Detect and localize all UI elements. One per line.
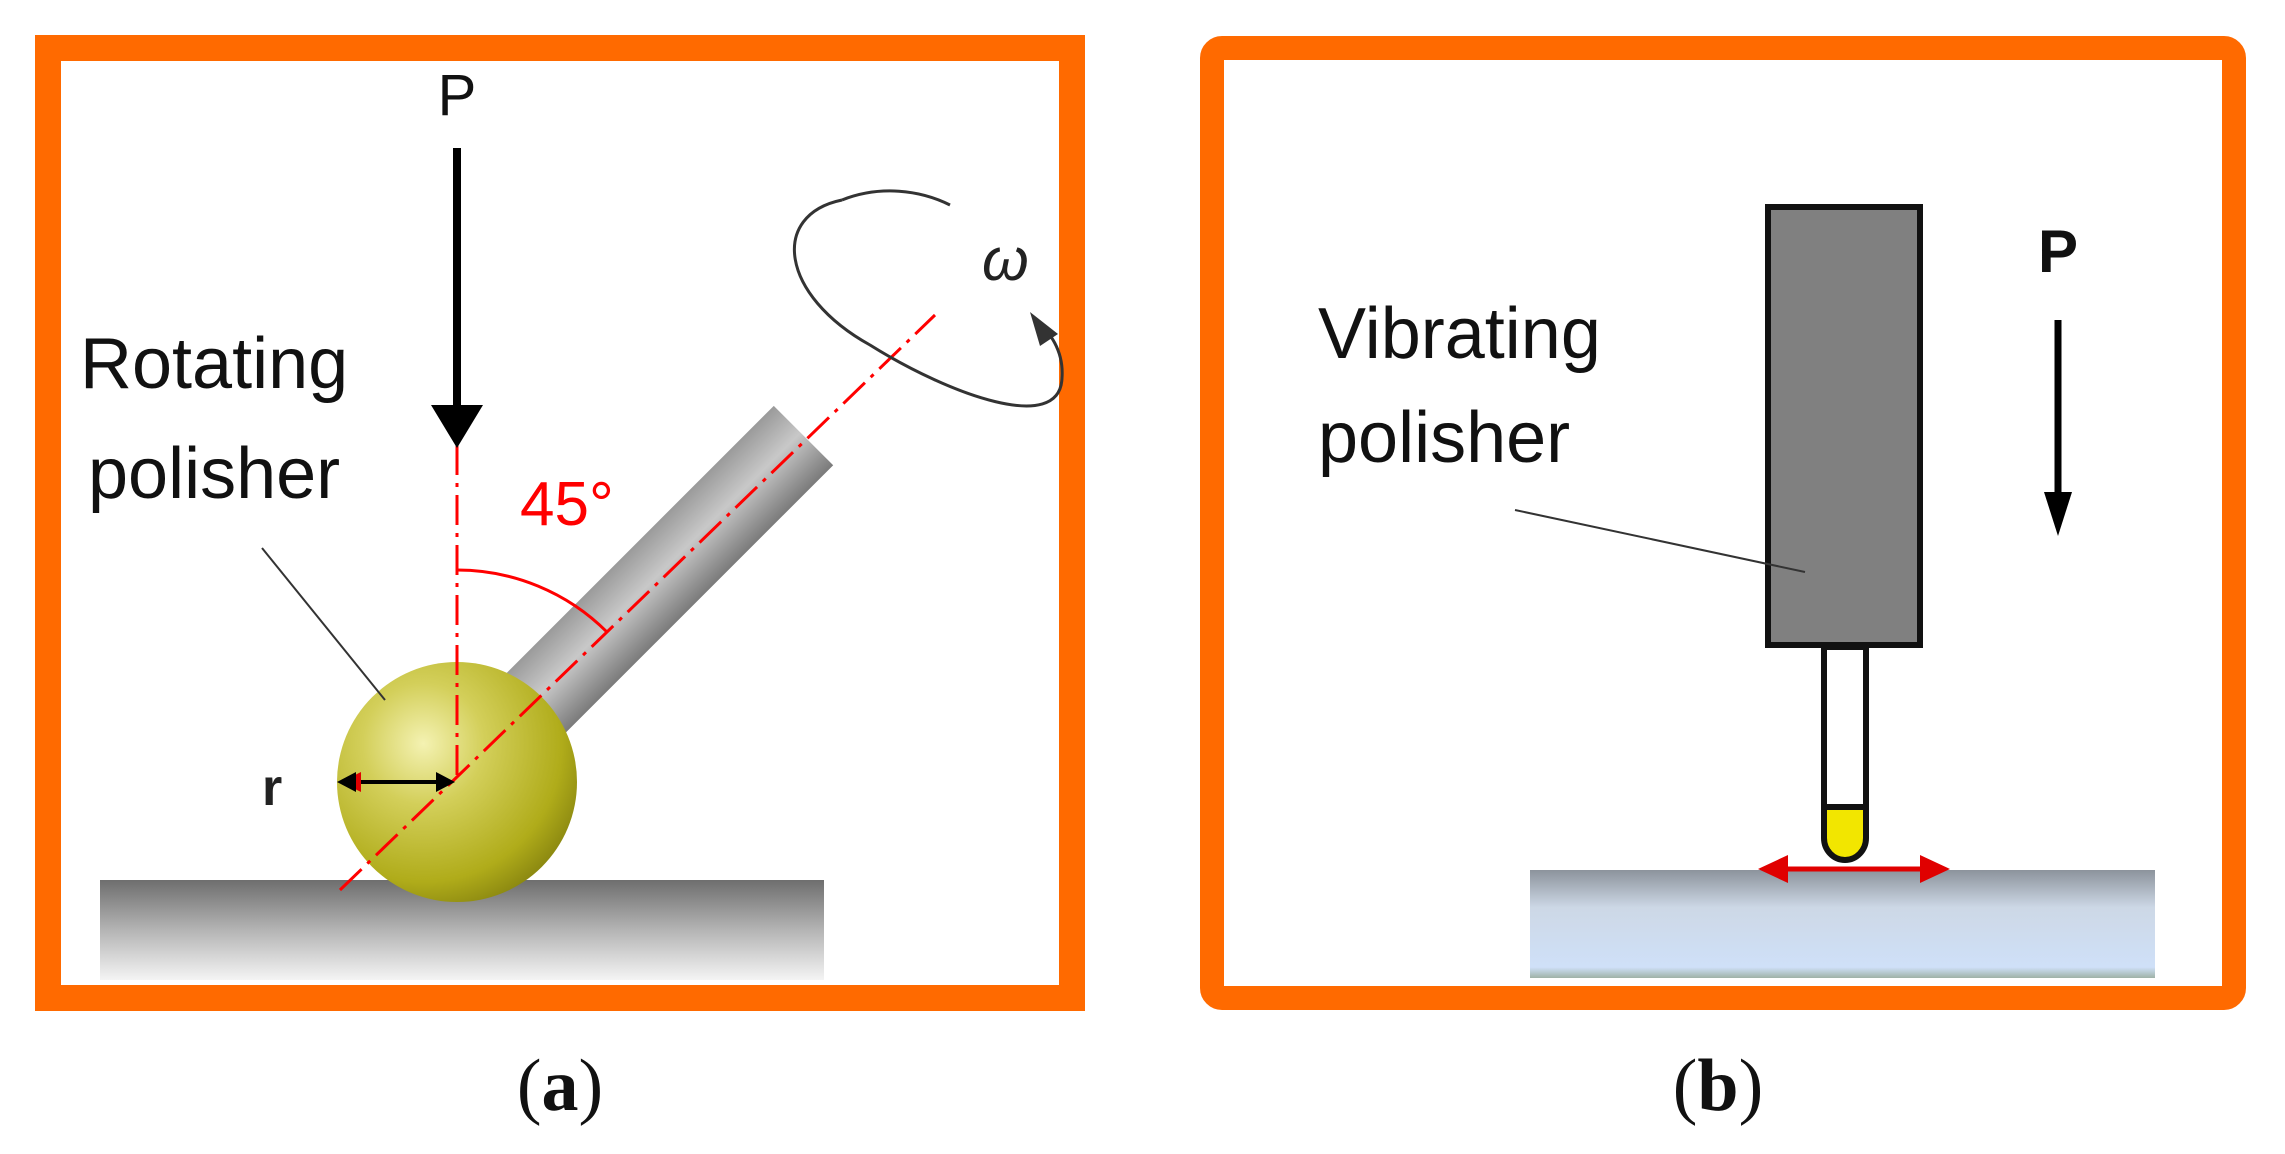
polisher-tip [1821, 804, 1869, 863]
vibration-arrow-head-right [1920, 855, 1950, 883]
leader-line-b [1514, 509, 1806, 573]
angle-label: 45° [520, 470, 614, 539]
polisher-label-b-line1: Vibrating [1318, 294, 1601, 374]
polisher-label-a-line1: Rotating [80, 324, 348, 404]
polisher-label-a-line2: polisher [88, 434, 340, 514]
leader-line-a [261, 547, 386, 701]
polisher-stem [1821, 644, 1869, 810]
polisher-body [1765, 204, 1923, 648]
rotation-ellipse-back [841, 189, 951, 207]
force-label-b: P [2038, 218, 2078, 285]
rotation-ellipse [793, 198, 1064, 408]
panel-b: P Vibrating polisher [1200, 36, 2246, 1010]
panel-b-frame [1200, 36, 2246, 1010]
force-arrow-head-b [2044, 492, 2072, 536]
polisher-label-b-line2: polisher [1318, 398, 1570, 478]
caption-b: (b) [1673, 1045, 1763, 1127]
force-arrow-head-a [431, 405, 483, 448]
angle-arc [456, 568, 609, 634]
radius-arrow-head-left [337, 772, 356, 792]
tilt-axis-line [338, 313, 937, 892]
radius-label: r [262, 759, 282, 817]
radius-arrow-head-right [436, 772, 455, 792]
rotation-arrow-head [1030, 312, 1058, 346]
force-label-a: P [438, 63, 477, 128]
polisher-ball [337, 662, 577, 902]
panel-a: 45° P ω Rotating polisher r [35, 35, 1085, 1011]
caption-a: (a) [517, 1045, 603, 1127]
vibration-arrow-head-left [1758, 855, 1788, 883]
workpiece-surface-b [1530, 870, 2155, 978]
omega-label: ω [982, 226, 1029, 293]
